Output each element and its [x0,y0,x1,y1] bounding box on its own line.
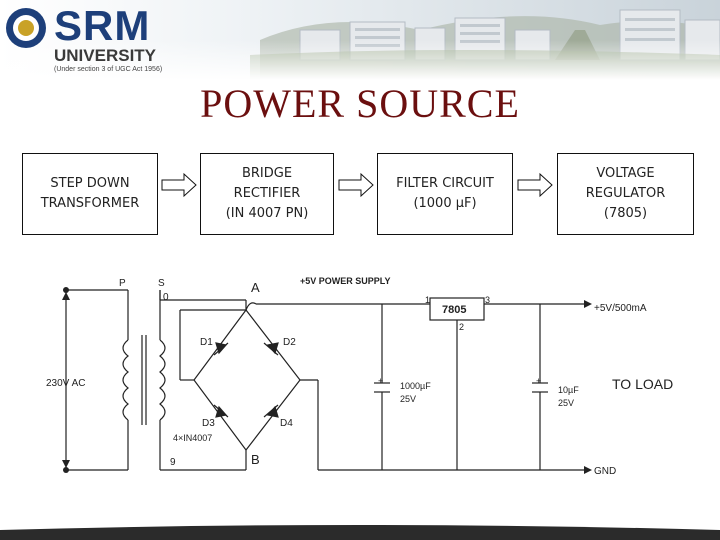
block-filter-circuit: FILTER CIRCUIT (1000 µF) [377,153,513,235]
arrow-right-icon [584,300,592,308]
block-line: (7805) [603,206,648,221]
cap2-voltage-label: 25V [558,398,574,408]
node-a-label: A [251,280,260,295]
block-bridge-rectifier: BRIDGE RECTIFIER (IN 4007 PN) [200,153,334,235]
arrow-down-icon [62,460,70,468]
block-line: STEP DOWN [50,176,130,191]
d2-label: D2 [283,337,296,348]
arrow-right-icon [584,466,592,474]
d3-label: D3 [202,418,215,429]
diode-part-label: 4×IN4007 [173,433,212,443]
block-line: VOLTAGE [596,166,655,181]
d1-label: D1 [200,337,213,348]
output-label: +5V/500mA [594,303,647,314]
arrow-up-icon [62,292,70,300]
block-line: (IN 4007 PN) [225,206,309,221]
load-label: TO LOAD [612,376,673,392]
pin-3-label: 3 [485,295,490,305]
block-line: TRANSFORMER [40,196,140,211]
bridge-diamond [193,309,301,451]
logo-secondary: UNIVERSITY [54,46,157,65]
primary-coil [122,339,129,421]
arrow-right-icon [517,172,553,198]
label-p: P [119,278,126,289]
pin-1-label: 1 [425,295,430,305]
block-line: (1000 µF) [413,196,477,211]
logo-tagline: (Under section 3 of UGC Act 1956) [54,66,163,73]
label-zero: 0 [163,292,169,303]
svg-text:+: + [536,376,541,386]
node-b-label: B [251,452,260,467]
svg-text:+: + [378,376,383,386]
block-line: BRIDGE [241,166,293,181]
arrow-right-icon [161,172,197,198]
label-nine: 9 [170,457,176,468]
cap2-value-label: 10µF [558,385,579,395]
gnd-label: GND [594,466,616,477]
arrow-right-icon [338,172,374,198]
pin-2-label: 2 [459,322,464,332]
block-line: REGULATOR [585,186,666,201]
cap1-voltage-label: 25V [400,394,416,404]
campus-banner-image [0,0,720,80]
label-s: S [158,278,165,289]
page-title: POWER SOURCE [200,81,520,126]
block-voltage-regulator: VOLTAGE REGULATOR (7805) [557,153,694,235]
block-line: FILTER CIRCUIT [396,176,494,191]
d4-label: D4 [280,418,293,429]
input-voltage-label: 230V AC [46,378,85,389]
regulator-label: 7805 [442,304,466,316]
cap1-value-label: 1000µF [400,381,431,391]
supply-label: +5V POWER SUPPLY [300,276,390,286]
logo-primary: SRM [54,2,151,49]
secondary-coil [159,339,166,421]
header-banner: SRM UNIVERSITY (Under section 3 of UGC A… [0,0,720,80]
block-step-down-transformer: STEP DOWN TRANSFORMER [22,153,158,235]
footer-band [0,525,720,540]
block-line: RECTIFIER [233,186,301,201]
